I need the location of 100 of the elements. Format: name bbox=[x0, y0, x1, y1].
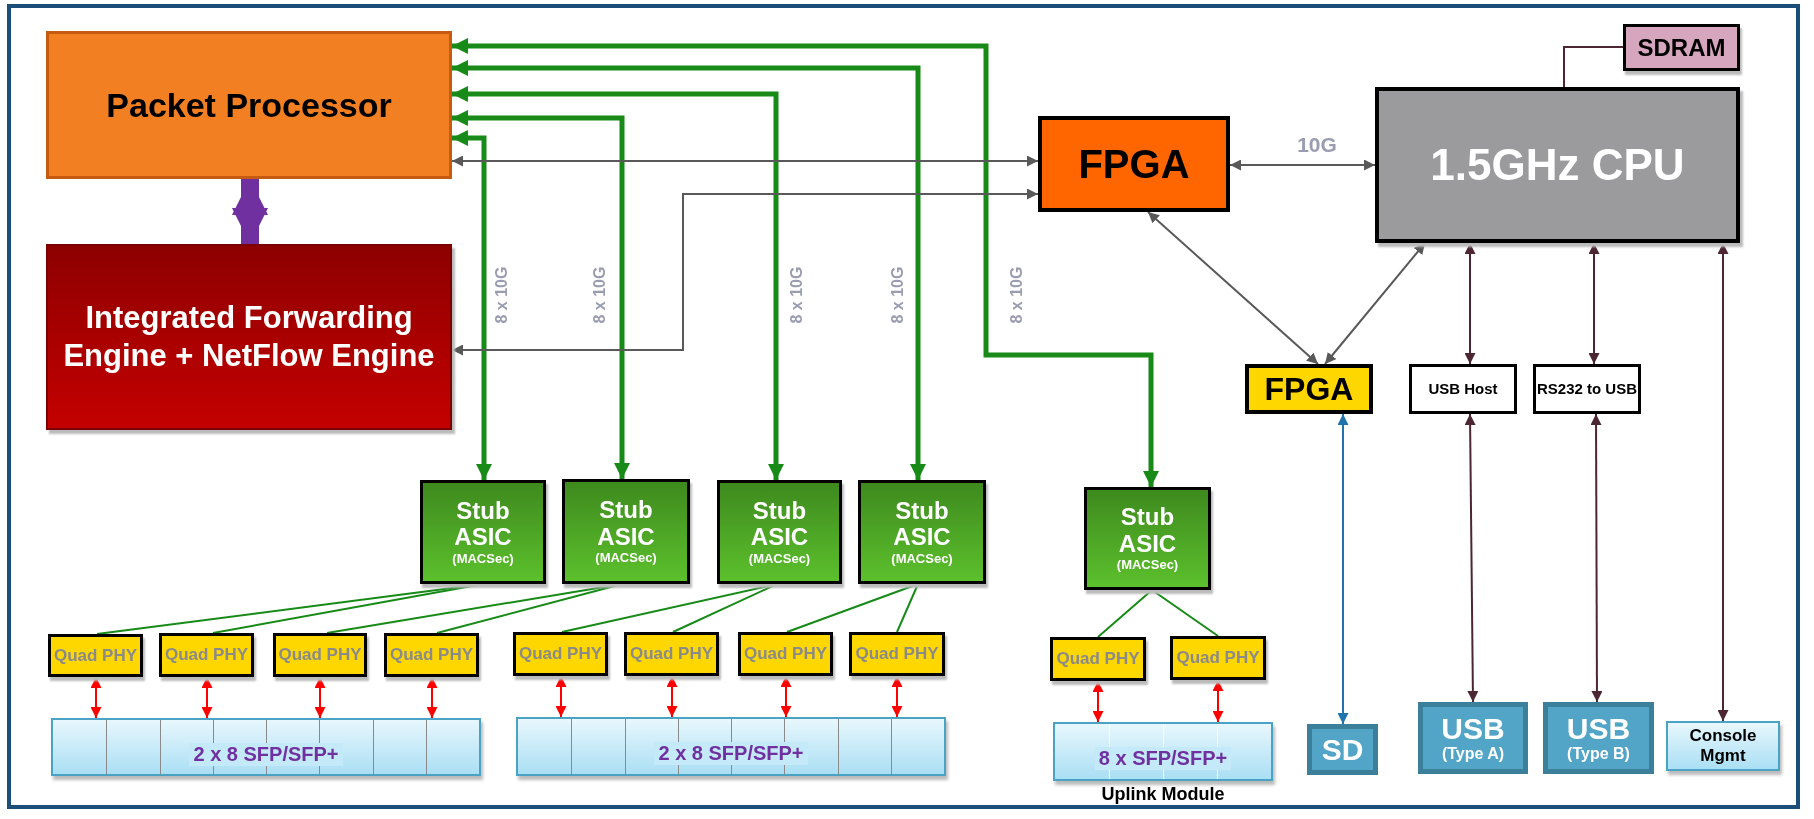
box-sublabel: (MACSec) bbox=[891, 550, 953, 567]
connector-arrow bbox=[1588, 242, 1600, 365]
asic-box bbox=[420, 480, 546, 584]
box-label: Stub ASIC bbox=[749, 497, 810, 551]
connector-arrow bbox=[1337, 413, 1349, 725]
box-label: USB Host bbox=[1428, 379, 1498, 399]
box-sublabel: (MACSec) bbox=[595, 550, 657, 566]
connector-arrow bbox=[891, 675, 903, 718]
box-label: Quad PHY bbox=[389, 646, 474, 664]
port-box bbox=[1418, 702, 1528, 774]
phy-box bbox=[159, 633, 254, 677]
edge-label: 8 x 10G bbox=[1008, 266, 1026, 324]
box-label: FPGA bbox=[1078, 141, 1190, 187]
box-sublabel: (Type B) bbox=[1567, 744, 1630, 764]
port-box bbox=[1307, 724, 1378, 775]
phy-box bbox=[624, 632, 719, 676]
connector-arrow bbox=[452, 130, 492, 480]
chip-box bbox=[1038, 116, 1230, 212]
connector-arrow bbox=[452, 38, 1159, 487]
asic-box bbox=[717, 480, 842, 584]
connector-arrow bbox=[232, 179, 268, 244]
connector-arrow bbox=[1464, 242, 1476, 365]
connector-arrow bbox=[90, 676, 102, 719]
box-label: Packet Processor bbox=[106, 85, 392, 125]
connector-arrow bbox=[1324, 242, 1426, 365]
box-label: Stub ASIC bbox=[596, 497, 656, 551]
connector-arrow bbox=[1229, 159, 1376, 171]
connector-arrow bbox=[1590, 413, 1603, 703]
connector-arrow bbox=[1212, 679, 1224, 723]
box-label: Quad PHY bbox=[164, 646, 249, 664]
box-label: SDRAM bbox=[1637, 33, 1726, 62]
port-label: 8 x SFP/SFP+ bbox=[1094, 747, 1232, 770]
edge-label: 8 x 10G bbox=[591, 266, 609, 324]
connector-arrow bbox=[452, 86, 784, 480]
phy-box bbox=[849, 632, 945, 676]
connector-arrow bbox=[201, 676, 213, 719]
connector-arrow bbox=[1092, 680, 1104, 723]
phy-box bbox=[1170, 636, 1266, 680]
box-label: USB bbox=[1441, 712, 1505, 745]
box-label: Stub ASIC bbox=[892, 497, 952, 551]
edge-label: 8 x 10G bbox=[889, 266, 907, 324]
edge-label: 8 x 10G bbox=[788, 266, 806, 324]
box-sublabel: (MACSec) bbox=[452, 550, 514, 567]
memory-box bbox=[1623, 24, 1740, 71]
processor-box bbox=[46, 31, 452, 179]
box-label: Stub ASIC bbox=[453, 497, 513, 551]
edge-label: 8 x 10G bbox=[493, 266, 511, 324]
box-label: SD bbox=[1321, 733, 1364, 766]
phy-box bbox=[513, 632, 608, 676]
cpu-box bbox=[1375, 87, 1740, 243]
box-label: FPGA bbox=[1264, 370, 1354, 408]
box-label: Quad PHY bbox=[53, 646, 138, 665]
phy-box bbox=[1050, 637, 1146, 681]
port-label: 2 x 8 SFP/SFP+ bbox=[189, 742, 343, 766]
port-bank bbox=[1053, 722, 1273, 781]
engine-box bbox=[46, 244, 452, 430]
box-label: 1.5GHz CPU bbox=[1430, 140, 1685, 190]
port-box bbox=[1666, 721, 1780, 771]
edge-label: 10G bbox=[1297, 133, 1337, 157]
box-label: Quad PHY bbox=[1056, 650, 1140, 668]
phy-box bbox=[738, 632, 833, 676]
box-label: Quad PHY bbox=[1176, 649, 1260, 667]
module-caption: Uplink Module bbox=[1101, 784, 1225, 804]
connector-arrow bbox=[1147, 211, 1319, 365]
connector-arrow bbox=[452, 110, 630, 479]
box-label: Quad PHY bbox=[629, 645, 714, 663]
connector-arrow bbox=[451, 188, 1039, 356]
box-label: RS232 to USB bbox=[1537, 379, 1637, 399]
box-sublabel: (MACSec) bbox=[1116, 557, 1179, 573]
asic-box bbox=[1084, 487, 1211, 590]
port-bank bbox=[516, 717, 946, 776]
connector-arrow bbox=[780, 675, 792, 718]
chip-box bbox=[1245, 364, 1373, 414]
box-label: Console Mgmt bbox=[1688, 725, 1758, 767]
box-label: USB bbox=[1566, 712, 1631, 745]
connector-arrow bbox=[314, 676, 326, 719]
box-label: Quad PHY bbox=[855, 645, 939, 663]
box-sublabel: (Type A) bbox=[1441, 744, 1505, 764]
box-label: Quad PHY bbox=[743, 645, 828, 663]
asic-box bbox=[858, 480, 986, 584]
connector-arrow bbox=[555, 675, 567, 718]
phy-box bbox=[273, 633, 367, 677]
port-box bbox=[1543, 702, 1654, 774]
connector-arrow bbox=[1464, 413, 1479, 703]
connector-arrow bbox=[451, 155, 1039, 167]
box-sublabel: (MACSec) bbox=[748, 550, 811, 567]
asic-box bbox=[562, 479, 690, 584]
box-label: Quad PHY bbox=[518, 645, 603, 663]
interface-box bbox=[1409, 364, 1517, 414]
box-label: Quad PHY bbox=[278, 646, 362, 664]
connector-arrow bbox=[452, 60, 926, 480]
interface-box bbox=[1533, 364, 1641, 414]
connector-arrow bbox=[666, 675, 678, 718]
box-label: Stub ASIC bbox=[1117, 504, 1178, 558]
port-bank bbox=[51, 718, 481, 776]
phy-box bbox=[48, 634, 143, 677]
phy-box bbox=[384, 633, 479, 677]
connector-arrow bbox=[426, 676, 438, 719]
connector-arrow bbox=[1717, 242, 1729, 722]
box-label: Integrated Forwarding Engine + NetFlow Engine bbox=[62, 299, 436, 375]
